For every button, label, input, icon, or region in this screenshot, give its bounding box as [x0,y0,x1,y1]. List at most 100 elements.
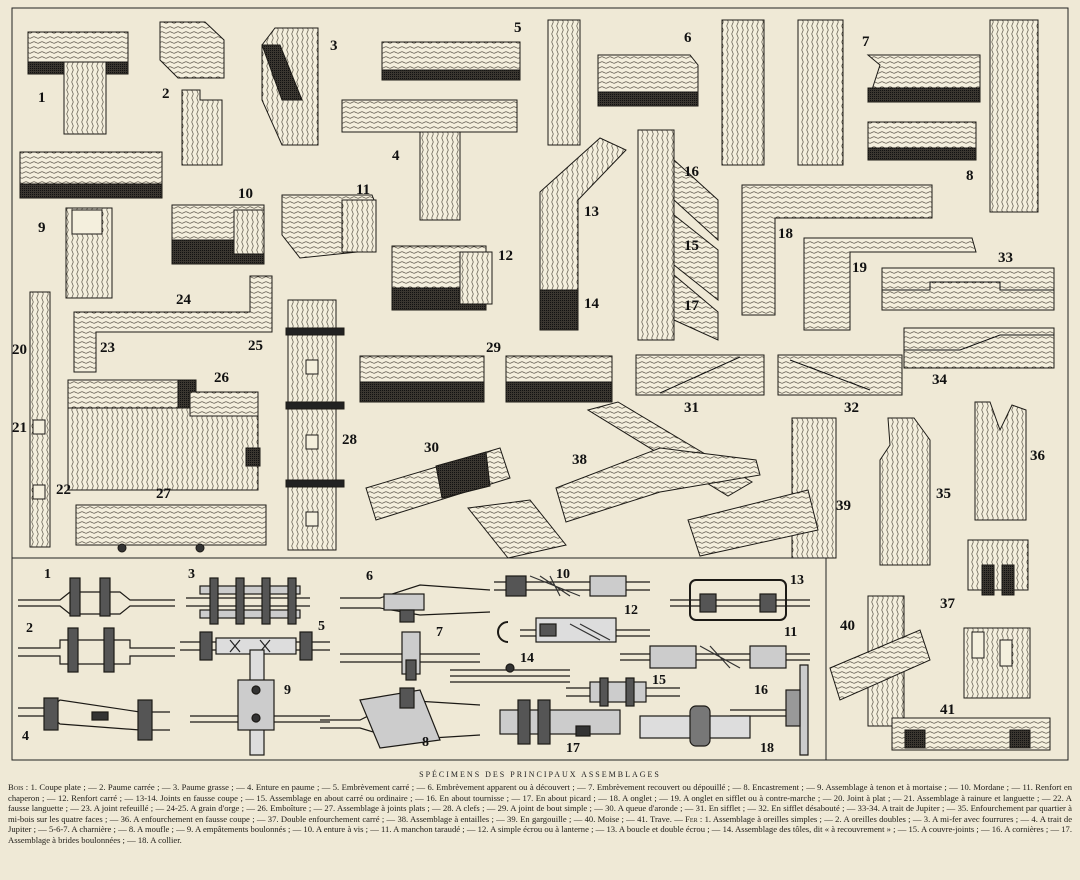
wood-fig-41 [891,717,1051,751]
wood-num-36: 36 [1030,448,1046,464]
wood-fig-26-27 [67,379,267,553]
wood-num-23: 23 [100,340,115,356]
wood-fig-39 [687,417,837,559]
wood-num-39: 39 [836,498,851,514]
wood-fig-18 [741,184,933,316]
wood-caption-text: 1. Coupe plate ; — 2. Paume carrée ; — 3… [8,782,1072,824]
wood-fig-7 [797,19,981,166]
iron-fig-3 [186,577,310,625]
iron-caption-text: 1. Assemblage à oreilles simples ; — 2. … [8,813,1072,845]
iron-fig-18 [639,705,751,747]
wood-num-18: 18 [778,226,793,242]
iron-fig-10 [494,575,650,597]
wood-num-16: 16 [684,164,700,180]
iron-fig-4 [18,697,170,741]
iron-num-1: 1 [44,567,51,582]
wood-fig-20-22 [29,291,51,548]
iron-num-18: 18 [760,741,774,756]
wood-num-11: 11 [356,182,370,198]
iron-fig-9 [190,649,330,756]
iron-num-9: 9 [284,683,291,698]
iron-fig-8 [320,687,481,749]
iron-num-7: 7 [436,625,443,640]
wood-fig-11 [281,194,377,259]
wood-num-40: 40 [840,618,855,634]
wood-num-30: 30 [424,440,439,456]
plate-title: SPÉCIMENS DES PRINCIPAUX ASSEMBLAGES [419,770,661,779]
wood-num-22: 22 [56,482,71,498]
wood-num-38: 38 [572,452,587,468]
wood-num-9: 9 [38,220,46,236]
wood-fig-8 [867,19,1039,213]
wood-fig-5 [381,19,581,146]
wood-num-28: 28 [342,432,357,448]
iron-num-8: 8 [422,735,429,750]
wood-fig-40 [829,595,931,727]
wood-fig-15-17 [637,129,719,341]
wood-fig-19 [803,237,977,331]
wood-fig-4 [341,99,518,221]
wood-num-10: 10 [238,186,253,202]
wood-num-5: 5 [514,20,522,36]
iron-num-17: 17 [566,741,580,756]
iron-num-12: 12 [624,603,638,618]
wood-num-13: 13 [584,204,599,220]
wood-num-41: 41 [940,702,955,718]
wood-joints [19,19,1055,751]
iron-num-10: 10 [556,567,570,582]
iron-fig-13 [670,579,810,621]
wood-num-15: 15 [684,238,699,254]
wood-num-8: 8 [966,168,974,184]
iron-fig-16 [730,664,809,756]
wood-fig-6 [597,19,765,166]
iron-fig-1 [18,577,175,617]
iron-fig-7 [340,631,480,681]
wood-fig-10 [171,204,265,265]
iron-num-14: 14 [520,651,534,666]
wood-fig-32 [777,354,903,396]
iron-fig-17 [499,699,621,745]
iron-fig-12 [497,617,650,643]
wood-fig-12 [391,245,493,311]
plate-caption: Bois : 1. Coupe plate ; — 2. Paume carré… [8,782,1072,845]
iron-num-13: 13 [790,573,804,588]
iron-fig-2 [18,627,175,673]
wood-num-32: 32 [844,400,859,416]
wood-num-27: 27 [156,486,172,502]
wood-num-34: 34 [932,372,948,388]
iron-num-6: 6 [366,569,373,584]
iron-fig-5 [180,631,330,661]
wood-fig-31 [635,354,765,396]
iron-joints [18,575,810,756]
wood-num-21: 21 [12,420,27,436]
wood-fig-33 [881,267,1055,311]
iron-num-3: 3 [188,567,195,582]
wood-num-25: 25 [248,338,263,354]
iron-num-11: 11 [784,625,797,640]
iron-section-frame [11,557,827,761]
wood-fig-9 [19,151,163,299]
wood-fig-13-14 [539,137,627,331]
wood-num-3: 3 [330,38,338,54]
wood-fig-30 [365,447,567,559]
iron-fig-11 [620,645,810,669]
wood-num-7: 7 [862,34,870,50]
iron-fig-14 [450,663,570,683]
wood-num-37: 37 [940,596,956,612]
iron-figure-numbers: 1 2 3 4 5 6 7 8 9 10 11 12 13 14 15 16 1… [22,567,804,756]
wood-fig-23-25 [73,275,273,373]
wood-fig-3 [261,27,319,146]
wood-fig-37 [963,539,1031,699]
wood-num-31: 31 [684,400,699,416]
wood-num-1: 1 [38,90,46,106]
wood-num-33: 33 [998,250,1013,266]
wood-num-17: 17 [684,298,700,314]
wood-num-6: 6 [684,30,692,46]
iron-fig-15 [566,677,680,707]
wood-num-29: 29 [486,340,501,356]
wood-fig-38 [555,401,761,523]
iron-fig-6 [340,584,491,623]
iron-num-4: 4 [22,729,29,744]
wood-num-24: 24 [176,292,192,308]
wood-num-2: 2 [162,86,170,102]
